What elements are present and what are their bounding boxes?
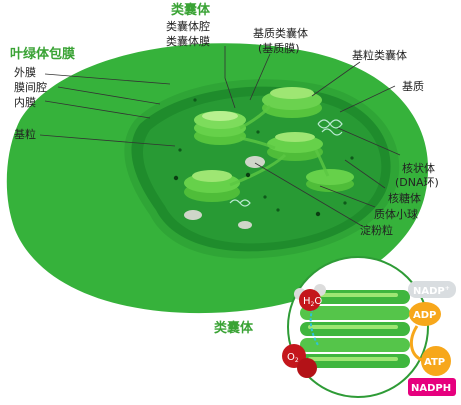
oxygen-molecule: O2 (282, 344, 317, 378)
h2o-label: H2O (303, 296, 322, 308)
label-nucleoid-sub: (DNA环) (395, 176, 439, 189)
nadph-badge: NADPH (408, 378, 456, 396)
label-starch-granule: 淀粉粒 (360, 223, 393, 237)
thylakoid-inset: H2O O2 NADP+ ADP ATP NADPH (214, 256, 456, 398)
label-stroma-thylakoid-sub: (基质膜) (258, 42, 300, 55)
label-outer-membrane: 外膜 (14, 66, 36, 79)
label-intermembrane-space: 膜间腔 (14, 80, 47, 94)
atp-label: ATP (424, 357, 445, 368)
granum-stack-5 (306, 169, 354, 192)
granum-stack-2 (262, 87, 322, 118)
label-granum: 基粒 (14, 127, 36, 141)
nadph-label: NADPH (411, 383, 451, 394)
water-molecule: H2O (294, 284, 326, 311)
electron-flow-line (309, 299, 319, 346)
plastoglobules (173, 172, 321, 217)
label-thylakoid-lumen: 类囊体腔 (166, 19, 210, 33)
nadp-plus-label: NADP+ (413, 285, 450, 297)
stroma-lamellae (229, 105, 330, 187)
label-stroma: 基质 (402, 80, 424, 93)
label-nucleoid: 核状体 (402, 161, 435, 175)
grana (184, 87, 354, 202)
label-stroma-thylakoid: 基质类囊体 (253, 26, 308, 40)
label-thylakoid-membrane: 类囊体膜 (166, 34, 210, 48)
leader-lines (39, 46, 401, 227)
label-inner-membrane: 内膜 (14, 95, 36, 109)
ribosomes (178, 98, 354, 212)
starch-granules (184, 156, 265, 229)
nadp-plus-badge: NADP+ (408, 281, 456, 298)
label-chloroplast-envelope: 叶绿体包膜 (10, 46, 75, 62)
label-granum-thylakoid: 基粒类囊体 (352, 48, 407, 62)
adp-badge: ADP (409, 302, 441, 326)
adp-label: ADP (413, 310, 436, 321)
atp-badge: ATP (421, 346, 451, 376)
label-thylakoid-top: 类囊体 (171, 2, 211, 18)
phosphorylation-arrow (409, 325, 423, 362)
nucleoid-dna (229, 119, 343, 207)
inset-thylakoid-stack (300, 290, 410, 368)
label-ribosome: 核糖体 (388, 191, 421, 205)
o2-label: O2 (287, 352, 299, 364)
label-thylakoid-inset: 类囊体 (214, 320, 254, 336)
granum-stack-1 (194, 111, 246, 145)
granum-stack-4 (184, 170, 240, 202)
label-plastoglobule: 质体小球 (374, 207, 418, 221)
granum-stack-3 (267, 132, 323, 161)
labels: 类囊体 类囊体腔 类囊体膜 基质类囊体 (基质膜) 基粒类囊体 叶绿体包膜 外膜… (10, 2, 439, 237)
